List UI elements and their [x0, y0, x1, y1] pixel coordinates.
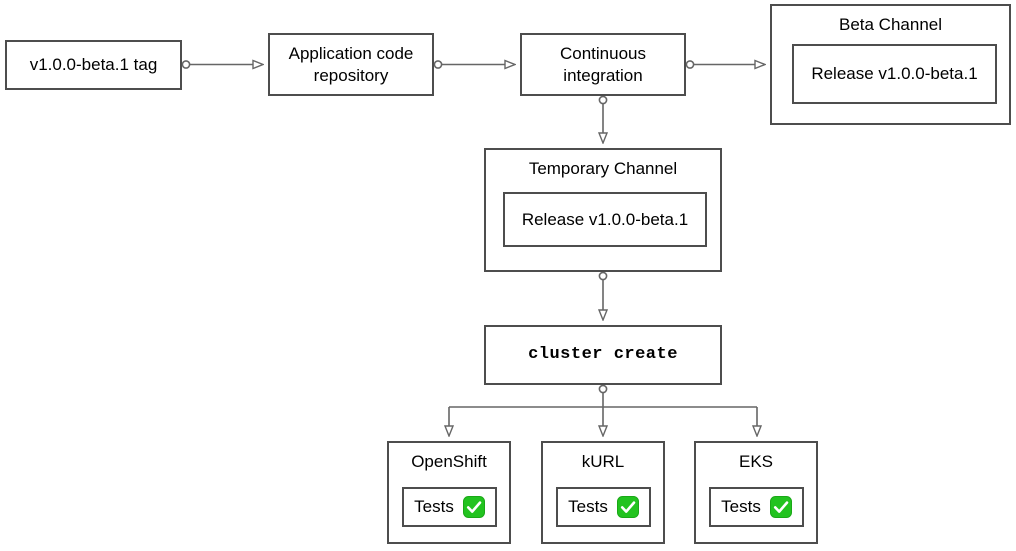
node-temporary-channel-title: Temporary Channel [528, 159, 678, 178]
node-eks-tests-label: Tests [721, 497, 761, 517]
node-repo-line-1: Application code [288, 44, 414, 64]
edge-repo-to-ci [433, 61, 514, 68]
node-cluster-create-label: cluster create [528, 345, 678, 365]
node-kurl-tests[interactable]: Tests [556, 487, 651, 527]
node-temporary-channel-release[interactable]: Release v1.0.0-beta.1 [503, 192, 707, 247]
edge-tag-to-repo [181, 61, 262, 68]
node-openshift-title: OpenShift [411, 452, 487, 471]
node-cluster-create[interactable]: cluster create [484, 325, 722, 385]
node-openshift-tests-label: Tests [414, 497, 454, 517]
node-eks[interactable]: EKS Tests [694, 441, 818, 544]
node-version-tag[interactable]: v1.0.0-beta.1 tag [5, 40, 182, 90]
eks-tests-row: Tests [721, 496, 792, 518]
node-ci-line-1: Continuous [559, 44, 646, 64]
node-eks-title: EKS [738, 452, 774, 471]
node-continuous-integration[interactable]: Continuous integration [520, 33, 686, 96]
node-continuous-integration-label: Continuous integration [560, 43, 646, 86]
node-beta-channel-release[interactable]: Release v1.0.0-beta.1 [792, 44, 997, 104]
kurl-tests-row: Tests [568, 496, 639, 518]
node-application-code-repository[interactable]: Application code repository [268, 33, 434, 96]
openshift-tests-row: Tests [414, 496, 485, 518]
node-temporary-channel[interactable]: Temporary Channel Release v1.0.0-beta.1 [484, 148, 722, 272]
node-beta-channel-title: Beta Channel [838, 15, 943, 34]
green-check-icon [616, 496, 639, 518]
node-version-tag-label: v1.0.0-beta.1 tag [29, 55, 158, 75]
green-check-icon [462, 496, 485, 518]
edge-temporary-channel-to-cluster-create [599, 271, 606, 319]
node-repo-line-2: repository [313, 65, 389, 85]
node-application-code-repository-label: Application code repository [289, 43, 414, 86]
edge-ci-to-temporary-channel [599, 95, 606, 142]
edge-ci-to-beta-channel [685, 61, 764, 68]
edge-cluster-create-branch [449, 384, 757, 435]
node-openshift-tests[interactable]: Tests [402, 487, 497, 527]
node-beta-channel[interactable]: Beta Channel Release v1.0.0-beta.1 [770, 4, 1011, 125]
node-kurl-tests-label: Tests [568, 497, 608, 517]
node-eks-tests[interactable]: Tests [709, 487, 804, 527]
node-openshift[interactable]: OpenShift Tests [387, 441, 511, 544]
green-check-icon [769, 496, 792, 518]
node-temporary-channel-release-label: Release v1.0.0-beta.1 [521, 209, 689, 229]
node-beta-channel-release-label: Release v1.0.0-beta.1 [811, 64, 978, 84]
node-kurl[interactable]: kURL Tests [541, 441, 665, 544]
node-ci-line-2: integration [563, 65, 643, 85]
node-kurl-title: kURL [581, 452, 625, 471]
